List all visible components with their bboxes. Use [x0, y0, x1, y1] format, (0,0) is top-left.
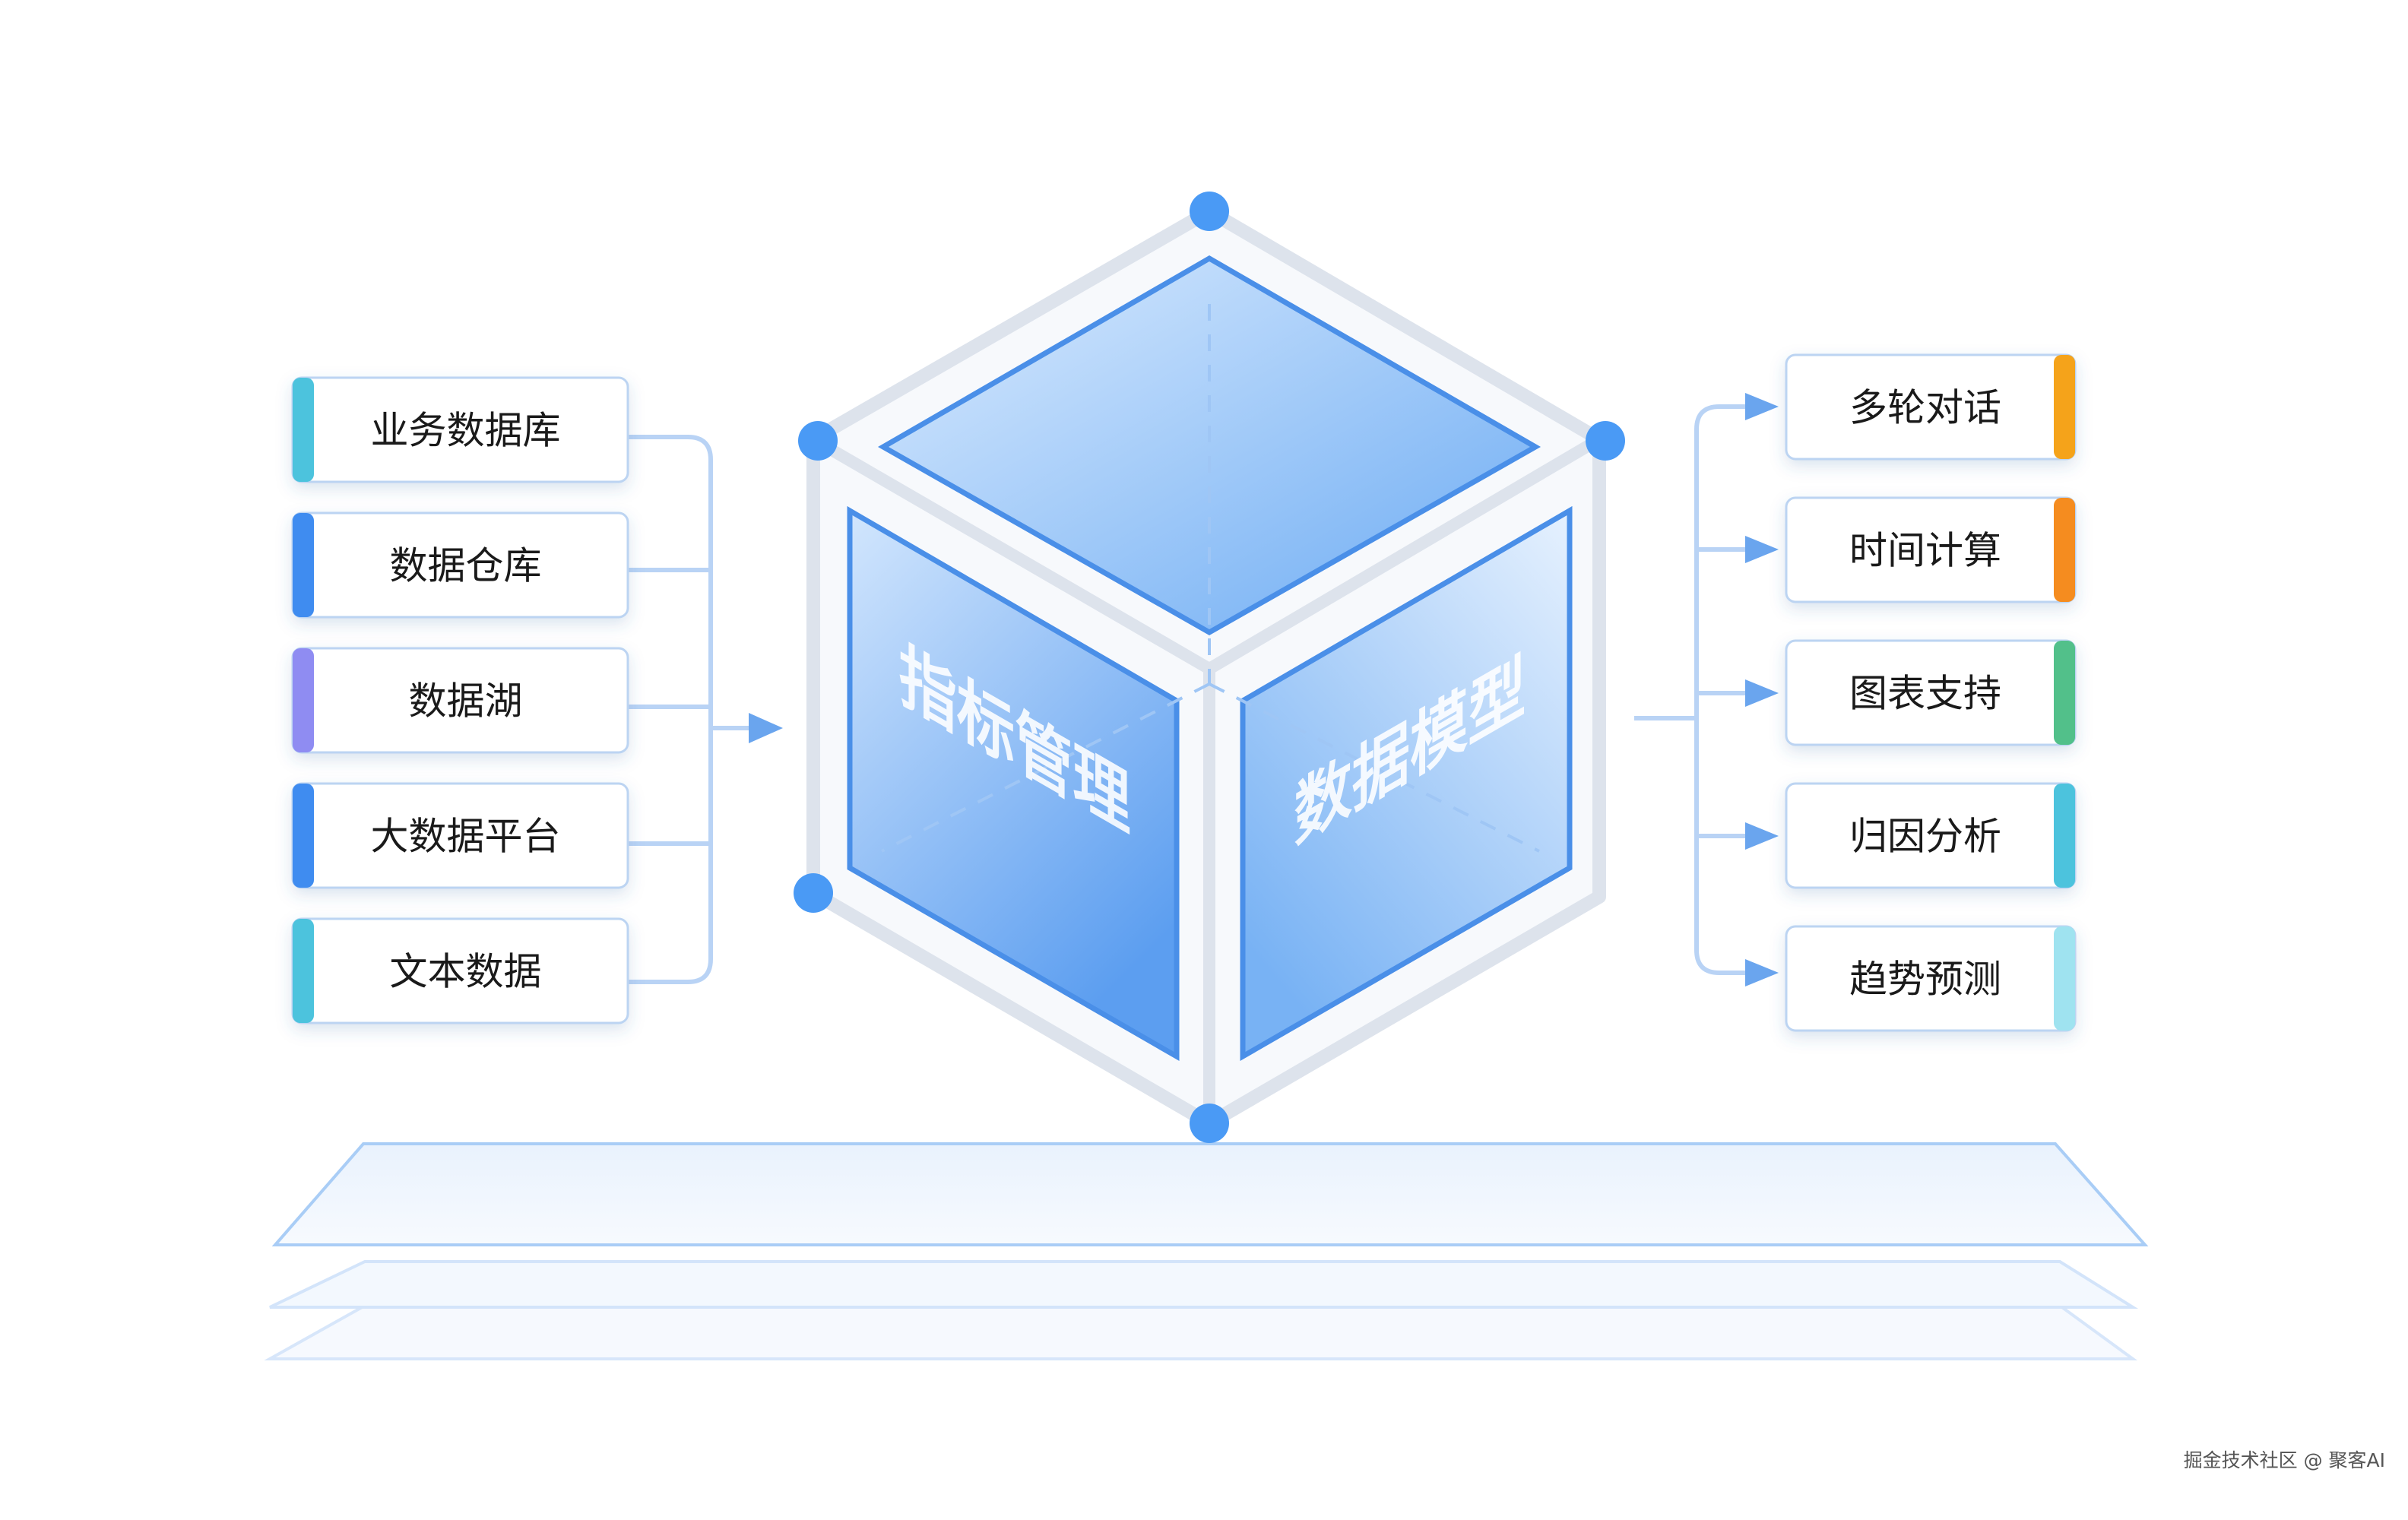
- capability-arrow-icon-2: [1745, 536, 1779, 563]
- source-card: 大数据平台: [291, 782, 629, 889]
- source-card-accent: [293, 378, 314, 482]
- source-bus-line: [628, 435, 713, 984]
- cube-nodes: [794, 192, 1625, 1143]
- capability-arrow-icon-5: [1745, 959, 1779, 986]
- cube-hidden-edges: [881, 304, 1540, 853]
- capability-card: 多轮对话: [1785, 353, 2077, 461]
- capability-card: 图表支持: [1785, 639, 2077, 746]
- cube-node-upper-left: [798, 421, 838, 461]
- platform: [264, 1142, 2149, 1360]
- source-card: 文本数据: [291, 917, 629, 1024]
- capability-card-label: 归因分析: [1849, 815, 2001, 859]
- source-connectors: [628, 435, 752, 984]
- cube-inner-edges: [810, 434, 1603, 1123]
- capability-card-accent: [2054, 926, 2075, 1031]
- watermark: 掘金技术社区 @ 聚客AI: [2183, 1449, 2385, 1471]
- capability-card: 归因分析: [1785, 782, 2077, 889]
- source-card-accent: [293, 919, 314, 1023]
- source-card-accent: [293, 513, 314, 617]
- source-card-label: 文本数据: [390, 950, 542, 994]
- capability-card-accent: [2054, 498, 2075, 602]
- capability-card-label: 多轮对话: [1849, 386, 2001, 430]
- capability-arrows: [1745, 393, 1779, 986]
- capability-connectors: [1634, 404, 1748, 975]
- capability-bus-line: [1694, 404, 1748, 975]
- capability-arrow-icon-4: [1745, 822, 1779, 850]
- platform-layer-middle: [269, 1260, 2138, 1309]
- source-card: 数据仓库: [291, 511, 629, 619]
- platform-layer-top: [271, 1142, 2149, 1246]
- cube: 指标管理 数据模型: [794, 192, 1625, 1143]
- capability-card-accent: [2054, 641, 2075, 745]
- capability-arrow-icon-3: [1745, 679, 1779, 707]
- capability-card-label: 趋势预测: [1849, 958, 2001, 1002]
- source-card-accent: [293, 648, 314, 752]
- source-card: 数据湖: [291, 647, 629, 754]
- source-card-label: 业务数据库: [371, 409, 561, 453]
- cube-node-upper-right: [1586, 421, 1625, 461]
- capability-card-label: 图表支持: [1849, 672, 2001, 716]
- cube-node-top: [1190, 192, 1229, 231]
- capability-card-label: 时间计算: [1849, 529, 2001, 573]
- source-card: 业务数据库: [291, 376, 629, 483]
- source-card-accent: [293, 784, 314, 888]
- source-card-label: 大数据平台: [371, 815, 561, 859]
- source-arrow-icon: [749, 713, 783, 743]
- cube-node-bottom: [1190, 1104, 1229, 1143]
- capability-card: 时间计算: [1785, 496, 2077, 603]
- platform-layer-bottom: [264, 1304, 2138, 1360]
- capability-card-accent: [2054, 355, 2075, 459]
- source-card-label: 数据仓库: [390, 544, 542, 588]
- capability-card-accent: [2054, 784, 2075, 888]
- cube-node-lower-left: [794, 873, 833, 913]
- source-card-label: 数据湖: [409, 679, 523, 724]
- capability-arrow-icon-1: [1745, 393, 1779, 420]
- cube-top-face: [877, 255, 1541, 636]
- capability-card: 趋势预测: [1785, 925, 2077, 1032]
